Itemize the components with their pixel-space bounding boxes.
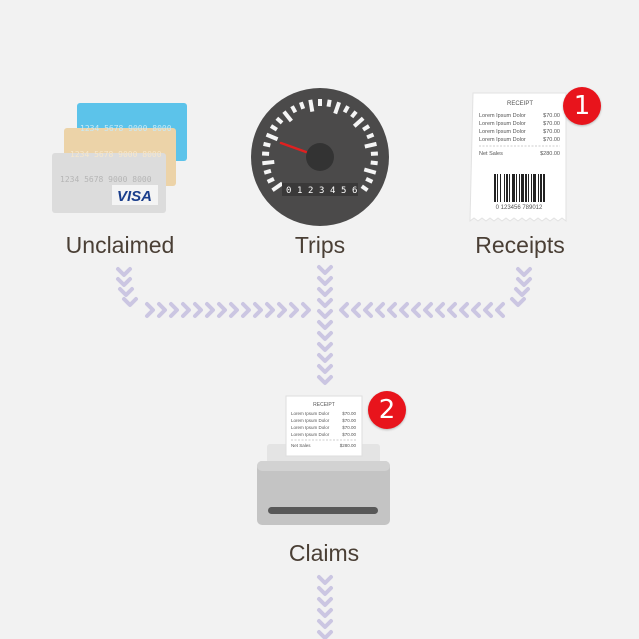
node-label-receipts: Receipts — [475, 232, 565, 258]
printer-receipt-amount: $70.00 — [342, 418, 356, 423]
barcode-bar — [543, 174, 545, 202]
speedometer-tick — [363, 167, 377, 175]
printer-receipt-item: Lorem Ipsum Dolor — [291, 425, 330, 430]
step-badge-2: 2 — [368, 391, 406, 429]
receipt-item: Lorem Ipsum Dolor — [479, 113, 526, 119]
barcode-bar — [509, 174, 510, 202]
speedometer-tick — [266, 177, 275, 184]
flow-arrow-bottom-down — [317, 575, 333, 639]
flow-arrow-right-down — [510, 267, 532, 307]
barcode-bar — [504, 174, 505, 202]
node-label-trips: Trips — [294, 232, 346, 258]
barcode-icon — [494, 174, 545, 202]
speedometer-tick — [299, 101, 306, 110]
speedometer-tick — [342, 105, 350, 114]
receipt-amount: $70.00 — [543, 121, 560, 127]
flow-arrow-left-horizontal — [145, 302, 311, 318]
barcode-bar — [533, 174, 536, 202]
barcode-bar — [500, 174, 501, 202]
barcode-bar — [519, 174, 520, 202]
speedometer-tick — [350, 110, 358, 119]
speedometer-tick — [360, 184, 369, 192]
card-number-middle: 1234 5678 9000 8000 — [70, 150, 162, 159]
barcode-bar — [528, 174, 529, 202]
speedometer-tick — [365, 177, 374, 184]
speedometer-tick — [265, 132, 279, 142]
receipt-amount: $70.00 — [543, 113, 560, 119]
node-label-claims: Claims — [288, 540, 360, 566]
odometer-digit: 3 — [319, 186, 324, 196]
speedometer-tick — [263, 168, 272, 175]
step-badge-1: 1 — [563, 87, 601, 125]
speedometer-tick — [263, 141, 271, 148]
barcode-bar — [497, 174, 498, 202]
printer-receipt-total-amount: $280.00 — [340, 443, 357, 448]
visa-logo: VISA — [117, 188, 152, 205]
card-number: 1234 5678 9000 8000 — [60, 175, 152, 184]
receipt-total-label: Net Sales — [479, 151, 503, 157]
odometer-digit: 2 — [308, 186, 313, 196]
speedometer-tick — [290, 105, 298, 114]
odometer-digit: 4 — [330, 186, 335, 196]
speedometer-tick — [333, 101, 341, 115]
odometer-digit: 6 — [352, 186, 357, 196]
barcode-bar — [525, 174, 527, 202]
receipt-amount: $70.00 — [543, 129, 560, 135]
speedometer-tick — [370, 160, 378, 166]
node-label-unclaimed: Unclaimed — [65, 232, 175, 258]
printer-icon: RECEIPT Lorem Ipsum Dolor $70.00 Lorem I… — [257, 395, 390, 525]
odometer-digit: 1 — [297, 186, 302, 196]
card-number-back: 1234 5678 9000 8000 — [80, 124, 172, 133]
odometer: 0 1 2 3 4 5 6 — [282, 183, 358, 196]
receipt-title: RECEIPT — [507, 101, 533, 107]
barcode-bar — [521, 174, 524, 202]
barcode-bar — [538, 174, 539, 202]
odometer-digit: 5 — [341, 186, 346, 196]
speedometer-tick — [275, 116, 284, 125]
credit-cards-icon: 1234 5678 9000 8000 1234 5678 9000 8000 … — [52, 103, 187, 213]
printer-receipt-item: Lorem Ipsum Dolor — [291, 411, 330, 416]
barcode-bar — [531, 174, 532, 202]
printer-receipt-amount: $70.00 — [342, 425, 356, 430]
printer-receipt-amount: $70.00 — [342, 432, 356, 437]
printer-receipt-amount: $70.00 — [342, 411, 356, 416]
barcode-bar — [506, 174, 508, 202]
flow-arrow-right-horizontal — [339, 302, 505, 318]
speedometer-tick — [282, 110, 293, 123]
speedometer-tick — [364, 141, 377, 149]
receipt-item: Lorem Ipsum Dolor — [479, 129, 526, 135]
speedometer-tick — [262, 159, 275, 166]
barcode-bar — [494, 174, 496, 202]
barcode-number: 0 123456 789012 — [496, 205, 543, 211]
printer-receipt-total-label: Net Sales — [291, 443, 311, 448]
speedometer-tick — [362, 124, 371, 132]
flow-arrow-center-down — [317, 265, 333, 385]
receipt-icon: RECEIPT Lorem Ipsum Dolor $70.00 Lorem I… — [469, 92, 567, 223]
printer-receipt-item: Lorem Ipsum Dolor — [291, 418, 330, 423]
speedometer-tick — [352, 116, 365, 128]
flow-arrow-left-down — [116, 267, 138, 307]
receipt-total-amount: $280.00 — [540, 151, 560, 157]
barcode-bar — [512, 174, 515, 202]
printer-receipt-title: RECEIPT — [313, 402, 335, 408]
speedometer-icon: 0 1 2 3 4 5 6 — [251, 88, 389, 226]
speedometer-tick — [326, 99, 332, 108]
barcode-bar — [516, 174, 517, 202]
receipt-item: Lorem Ipsum Dolor — [479, 121, 526, 127]
speedometer-tick — [271, 181, 284, 192]
receipt-amount: $70.00 — [543, 137, 560, 143]
odometer-digit: 0 — [286, 186, 291, 196]
barcode-bar — [540, 174, 542, 202]
speedometer-tick — [366, 132, 375, 140]
printer-receipt-item: Lorem Ipsum Dolor — [291, 432, 330, 437]
speedometer-tick — [308, 99, 315, 112]
speedometer-tick — [269, 124, 278, 132]
receipt-item: Lorem Ipsum Dolor — [479, 137, 526, 143]
